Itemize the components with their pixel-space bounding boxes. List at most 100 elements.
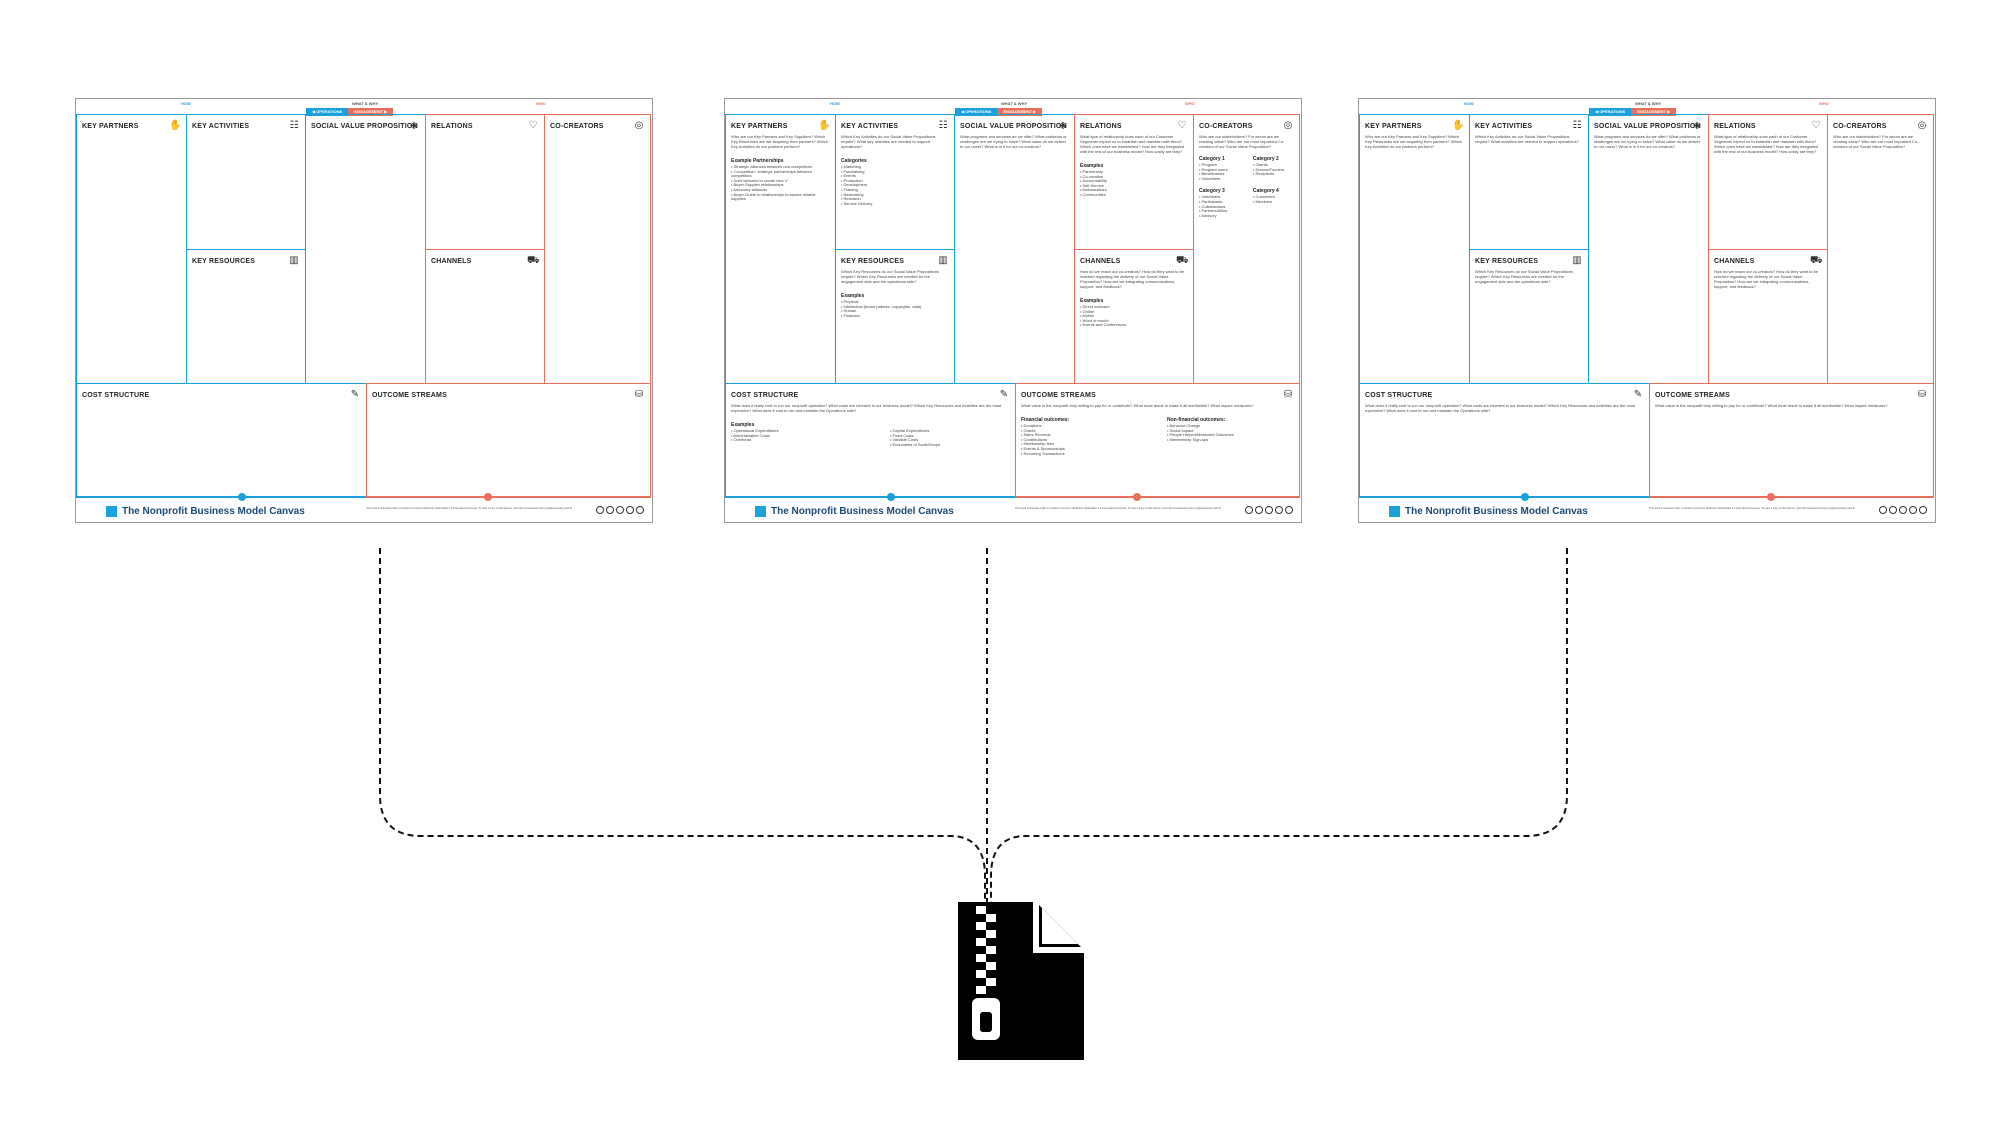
canvas-title: The Nonprofit Business Model Canvas bbox=[771, 506, 954, 517]
checklist-icon: ☷ bbox=[938, 120, 948, 131]
gem-icon: ◈ bbox=[1059, 120, 1067, 131]
red-dot bbox=[1133, 493, 1141, 501]
block-title: Channels bbox=[431, 258, 472, 265]
canvas-logo bbox=[755, 506, 766, 517]
canvas-logo bbox=[106, 506, 117, 517]
truck-icon: ⛟ bbox=[527, 255, 540, 266]
list-item: • Clients bbox=[1253, 162, 1268, 167]
creative-commons-icons bbox=[1245, 506, 1293, 514]
financial-outcomes-title: Financial outcomes: bbox=[1021, 417, 1070, 423]
block-title: Co-Creators bbox=[1833, 123, 1887, 130]
block-title: Outcome Streams bbox=[1655, 392, 1730, 399]
category-list: • Program• Program users• Beneficiaries•… bbox=[1199, 162, 1239, 181]
list-item: • Collaborators bbox=[1199, 203, 1226, 209]
block-title: Channels bbox=[1714, 258, 1755, 265]
list-item: • Program bbox=[1199, 162, 1217, 167]
tab-engagement: ENGAGEMENT ▶ bbox=[1631, 108, 1677, 116]
heart-icon: ♡ bbox=[1177, 120, 1187, 131]
guiding-question: What type of relationship does each of o… bbox=[1714, 134, 1819, 154]
label-who: WHO bbox=[1819, 101, 1829, 106]
list-item: • Marketing bbox=[841, 164, 862, 169]
examples-list: • Operational Expenditures• Administrati… bbox=[731, 428, 850, 447]
block-title: Relations bbox=[1714, 123, 1756, 130]
list-item: • Financial bbox=[841, 312, 860, 318]
connector-left bbox=[379, 548, 986, 906]
block-title: Key Partners bbox=[731, 123, 788, 130]
tab-engagement: ENGAGEMENT ▶ bbox=[997, 108, 1043, 116]
list-item: • Fundraising bbox=[841, 168, 865, 174]
list-item: • Capital Expenditures bbox=[890, 428, 930, 433]
block-title: Relations bbox=[431, 123, 473, 130]
label-how: HOW bbox=[830, 101, 840, 106]
canvas-footer: The Nonprofit Business Model Canvas This… bbox=[725, 500, 1301, 522]
category-title: Category 1 bbox=[1199, 156, 1225, 162]
label-who: WHO bbox=[536, 101, 546, 106]
list-item: • Sales Revenue bbox=[1021, 432, 1051, 438]
list-item: • Word of mouth bbox=[1080, 317, 1109, 323]
checklist-icon: ☷ bbox=[1572, 120, 1582, 131]
creative-commons-icons bbox=[1879, 506, 1927, 514]
block-title: Cost Structure bbox=[731, 392, 799, 399]
list-item: • Variable Costs bbox=[890, 437, 919, 443]
list-item: • Partnership bbox=[1080, 169, 1103, 174]
list-item: • Contributions bbox=[1021, 436, 1048, 442]
list-item: • Networking bbox=[841, 191, 864, 197]
list-item: • Membership Sign-ups bbox=[1167, 436, 1209, 442]
list-item: • Co-creation bbox=[1080, 173, 1104, 179]
list-item: • Physical bbox=[841, 299, 859, 304]
label-what-why: WHAT & WHY bbox=[1001, 101, 1028, 106]
category-list: • Customers• Members bbox=[1253, 195, 1293, 204]
license-text: This work is licensed under a Creative C… bbox=[1649, 507, 1855, 510]
people-icon: ◎ bbox=[1917, 120, 1927, 131]
people-icon: ◎ bbox=[634, 120, 644, 131]
list-item: • Human bbox=[841, 308, 857, 314]
list-item: • Volunteers bbox=[1199, 194, 1221, 200]
list-item: • People Helped/Measured Outcomes bbox=[1167, 432, 1234, 438]
list-item: • Intellectual (brand patents, copyright… bbox=[841, 303, 922, 309]
block-title: Social Value Proposition bbox=[960, 123, 1067, 130]
guiding-question: How do we reach our co-creators? How do … bbox=[1080, 269, 1185, 289]
truck-icon: ⛟ bbox=[1810, 255, 1823, 266]
list-item: • Overhead bbox=[731, 437, 752, 443]
block-title: Channels bbox=[1080, 258, 1121, 265]
license-text: This work is licensed under a Creative C… bbox=[366, 507, 572, 510]
factory-icon: ▥ bbox=[289, 255, 299, 266]
gem-icon: ◈ bbox=[410, 120, 418, 131]
category-list: • Volunteers• Participants• Collaborator… bbox=[1199, 195, 1239, 218]
block-title: Key Resources bbox=[192, 258, 256, 265]
tab-engagement: ENGAGEMENT ▶ bbox=[348, 108, 394, 116]
guiding-question: Who are our stakeholders? For whom are w… bbox=[1833, 134, 1919, 149]
guiding-question: What programs and services do we offer? … bbox=[960, 134, 1067, 149]
list-item: • Events & Sponsorships bbox=[1021, 445, 1065, 451]
label-how: HOW bbox=[181, 101, 191, 106]
block-title: Co-Creators bbox=[1199, 123, 1253, 130]
list-item: • Operational Expenditures bbox=[731, 428, 779, 433]
block-title: Key Resources bbox=[1475, 258, 1539, 265]
guiding-question: Which Key Resources do our Social Value … bbox=[841, 269, 939, 284]
list-item: • Events and Conferences bbox=[1080, 322, 1127, 328]
factory-icon: ▥ bbox=[938, 255, 948, 266]
non-financial-outcomes-title: Non-financial outcomes: bbox=[1167, 417, 1226, 423]
examples-title: Examples bbox=[1080, 163, 1104, 169]
examples-list: • Capital Expenditures• Fixed Costs• Var… bbox=[890, 428, 1009, 447]
creative-commons-icons bbox=[596, 506, 644, 514]
list-item: • Membership fees bbox=[1021, 441, 1055, 447]
examples-list: • Marketing• Fundraising• Events• Produc… bbox=[841, 164, 948, 206]
money-bag-icon: ⛁ bbox=[1917, 389, 1927, 400]
list-item: • Administrative Costs bbox=[731, 432, 770, 438]
canvas-examples: HOW WHAT & WHY WHO ◀ OPERATIONS ENGAGEME… bbox=[724, 98, 1302, 523]
category-title: Category 2 bbox=[1253, 156, 1279, 162]
block-title: Key Partners bbox=[1365, 123, 1422, 130]
list-item: • Communities bbox=[1080, 191, 1106, 197]
guiding-question: What does it really cost to run our nonp… bbox=[731, 403, 1002, 413]
price-tag-icon: ✎ bbox=[999, 389, 1009, 400]
canvas-blank: HOW WHAT & WHY WHO ◀ OPERATIONS ENGAGEME… bbox=[75, 98, 653, 523]
block-outcome-streams: Outcome Streams ⛁ What value is the nonp… bbox=[1015, 383, 1300, 498]
list-item: • Production bbox=[841, 177, 863, 183]
examples-title: Examples bbox=[841, 293, 865, 299]
block-title: Co-Creators bbox=[550, 123, 604, 130]
list-item: • Behavior Change bbox=[1167, 423, 1201, 428]
guiding-question: Which Key Activities do our Social Value… bbox=[1475, 134, 1579, 144]
list-item: • Events bbox=[841, 173, 856, 179]
list-item: • Mobile bbox=[1080, 313, 1095, 319]
